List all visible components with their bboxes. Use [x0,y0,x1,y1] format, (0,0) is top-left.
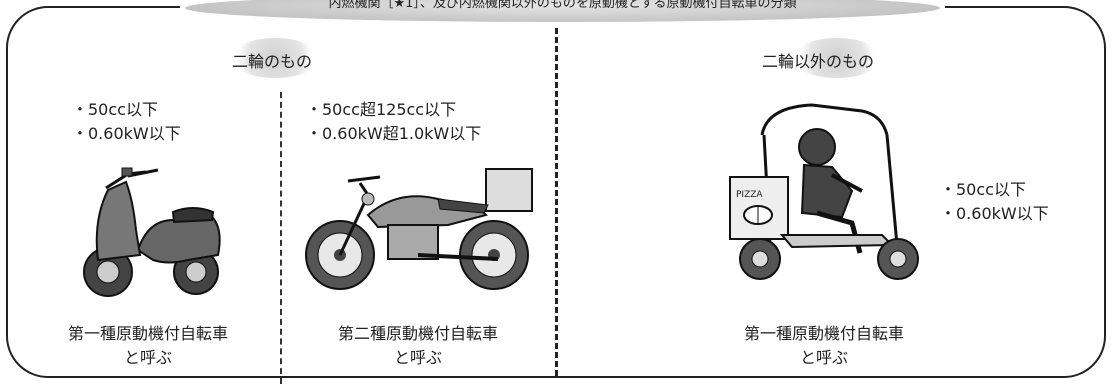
name-line: 第二種原動機付自転車 [337,324,498,343]
rider-head [798,128,836,166]
delivery-trike-illustration: PIZZA [729,103,919,280]
cargo-box [485,168,533,212]
section-label-non-two-wheel: 二輪以外のもの [762,52,875,71]
diagram-title: 内燃機関［★1］、及び内燃機関以外のものを原動機とする原動機付自転車の分類 [185,0,940,22]
spec-list-class3: ・50cc以下 ・0.60kW以下 [940,178,1049,226]
name-class3: 第一種原動機付自転車 と呼ぶ [724,322,924,370]
scooter-illustration [83,167,221,297]
name-line: と呼ぶ [123,348,172,367]
name-line: と呼ぶ [393,348,442,367]
spec-line: ・50cc以下 [940,180,1026,199]
name-line: 第一種原動機付自転車 [743,324,904,343]
spec-line: ・0.60kW以下 [940,204,1049,223]
divider-two-wheel [280,92,282,384]
spec-line: ・0.60kW以下 [72,124,181,143]
name-line: と呼ぶ [799,348,848,367]
motorcycle-illustration [305,168,533,290]
section-bubble-non-two-wheel [792,38,882,78]
pizza-box-text: PIZZA [736,190,763,200]
name-class2: 第二種原動機付自転車 と呼ぶ [318,322,518,370]
spec-line: ・50cc超125cc以下 [306,100,457,119]
name-class1: 第一種原動機付自転車 と呼ぶ [48,322,248,370]
name-line: 第一種原動機付自転車 [67,324,228,343]
spec-list-class1: ・50cc以下 ・0.60kW以下 [72,98,181,146]
section-bubble-two-wheel [230,38,320,78]
spec-list-class2: ・50cc超125cc以下 ・0.60kW超1.0kW以下 [306,98,481,146]
divider-main [555,28,558,376]
section-label-two-wheel: 二輪のもの [232,52,313,71]
spec-line: ・0.60kW超1.0kW以下 [306,124,482,143]
spec-line: ・50cc以下 [72,100,158,119]
